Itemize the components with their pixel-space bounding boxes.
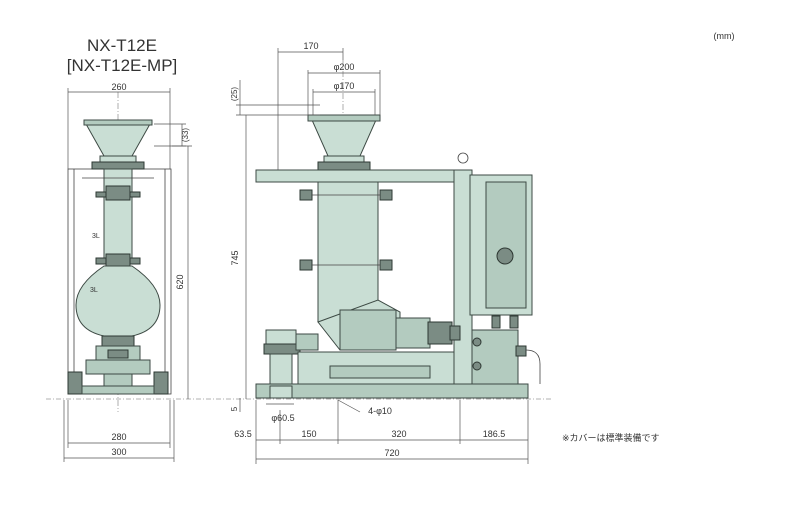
front-dim-height: 620 — [175, 274, 185, 289]
side-top-frame — [255, 169, 471, 183]
front-dim-base-outer: 300 — [111, 447, 126, 457]
side-dim-hopper-outer: φ200 — [334, 62, 355, 72]
side-dimensions: 170 φ200 φ170 (25) 745 5 4-φ10 φ60.5 — [230, 41, 529, 464]
side-dim-hopper-inner: φ170 — [334, 81, 355, 91]
side-base-plate — [255, 383, 529, 399]
side-dim-seg-4: 186.5 — [483, 429, 506, 439]
model-title: NX-T12E — [87, 36, 157, 55]
side-dim-seg-2: 150 — [301, 429, 316, 439]
front-upper-vessel-label: 3L — [92, 233, 100, 240]
front-dim-hopper-height: (33) — [181, 128, 190, 143]
front-dim-base-inner: 280 — [111, 432, 126, 442]
side-main-vessel — [317, 181, 379, 323]
side-dim-offset-top: 170 — [303, 41, 318, 51]
front-upper-vessel — [103, 168, 133, 262]
side-dim-height: 745 — [230, 250, 240, 265]
front-lower-vessel-label: 3L — [90, 287, 98, 294]
side-dim-seg-1: 63.5 — [234, 429, 252, 439]
side-dim-bolt-holes: 4-φ10 — [368, 406, 392, 416]
front-dimensions: 260 (33) 620 280 300 — [63, 82, 192, 462]
side-hopper-lip — [307, 114, 381, 122]
side-dim-base-gap: 5 — [230, 406, 239, 411]
side-dim-seg-3: 320 — [391, 429, 406, 439]
side-dim-hopper-lip: (25) — [230, 87, 239, 102]
side-dim-pipe-dia: φ60.5 — [271, 413, 294, 423]
front-view: 3L 3L — [67, 92, 172, 412]
model-variant: [NX-T12E-MP] — [67, 56, 178, 75]
side-hopper — [311, 119, 377, 157]
unit-label: (mm) — [714, 31, 735, 41]
front-hopper — [85, 123, 151, 157]
front-dim-top-width: 260 — [111, 82, 126, 92]
side-upright-frame — [453, 169, 473, 385]
front-hopper-lip — [83, 119, 153, 126]
side-view — [255, 60, 541, 399]
side-dim-total-length: 720 — [384, 448, 399, 458]
cover-note: ※カバーは標準装備です — [562, 432, 660, 443]
side-control-knob — [496, 247, 514, 265]
front-lower-vessel — [75, 265, 161, 337]
side-motor — [395, 317, 431, 349]
